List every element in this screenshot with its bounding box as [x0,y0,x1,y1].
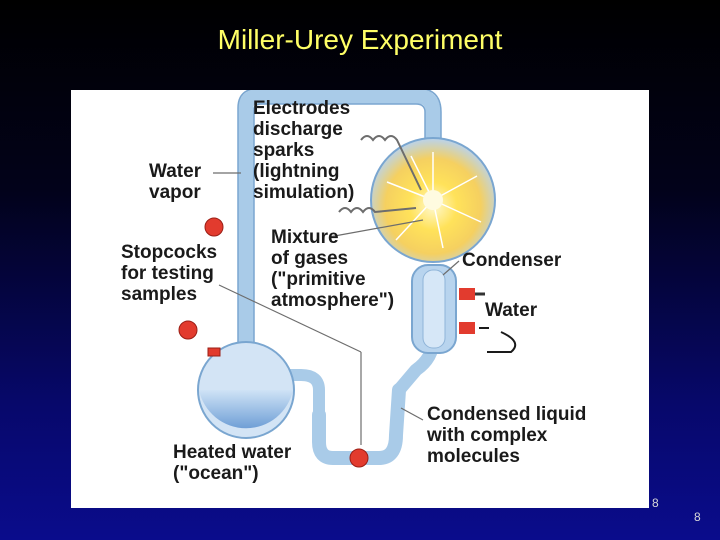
page-number: 8 [694,510,701,524]
water-ports [459,288,517,353]
leader-lines [213,172,460,445]
page-number-inner: 8 [652,496,659,510]
heated-line-2: ("ocean") [173,463,259,484]
condensed-line-2: with complex [426,425,548,446]
label-water-vapor: Water vapor [149,161,202,203]
label-mixture: Mixture of gases ("primitive atmosphere"… [271,227,394,311]
label-water: Water [485,300,538,321]
mixture-line-4: atmosphere") [271,290,394,311]
stopcocks-line-2: for testing [121,263,214,284]
electrodes-line-2: discharge [253,119,343,140]
label-electrodes: Electrodes discharge sparks (lightning s… [253,98,354,203]
electrodes-line-5: simulation) [253,182,354,203]
water-vapor-line-1: Water [149,161,202,182]
label-condenser: Condenser [462,250,562,271]
electrodes-line-3: sparks [253,140,314,161]
stopcocks [178,217,369,468]
spark-burst [386,152,482,249]
stopcocks-line-1: Stopcocks [121,242,217,263]
label-stopcocks: Stopcocks for testing samples [121,242,217,305]
glass-tubing-outline [237,90,442,380]
mixture-line-1: Mixture [271,227,339,248]
electrodes [338,135,422,214]
slide-title: Miller-Urey Experiment [217,24,503,55]
heated-line-1: Heated water [173,442,292,463]
condensed-line-3: molecules [427,446,520,467]
condensed-line-1: Condensed liquid [427,404,586,425]
mixture-line-3: ("primitive [271,269,366,290]
mixture-line-2: of gases [271,248,348,269]
diagram-figure: Electrodes discharge sparks (lightning s… [71,90,649,508]
ocean-flask [197,341,295,439]
condenser [411,264,457,354]
apparatus-diagram: Electrodes discharge sparks (lightning s… [121,90,586,484]
electrodes-line-4: (lightning [253,161,340,182]
water-vapor-line-2: vapor [149,182,201,203]
label-heated: Heated water ("ocean") [173,442,292,484]
stopcocks-line-3: samples [121,284,197,305]
label-condensed: Condensed liquid with complex molecules [426,404,586,467]
electrodes-line-1: Electrodes [253,98,350,119]
